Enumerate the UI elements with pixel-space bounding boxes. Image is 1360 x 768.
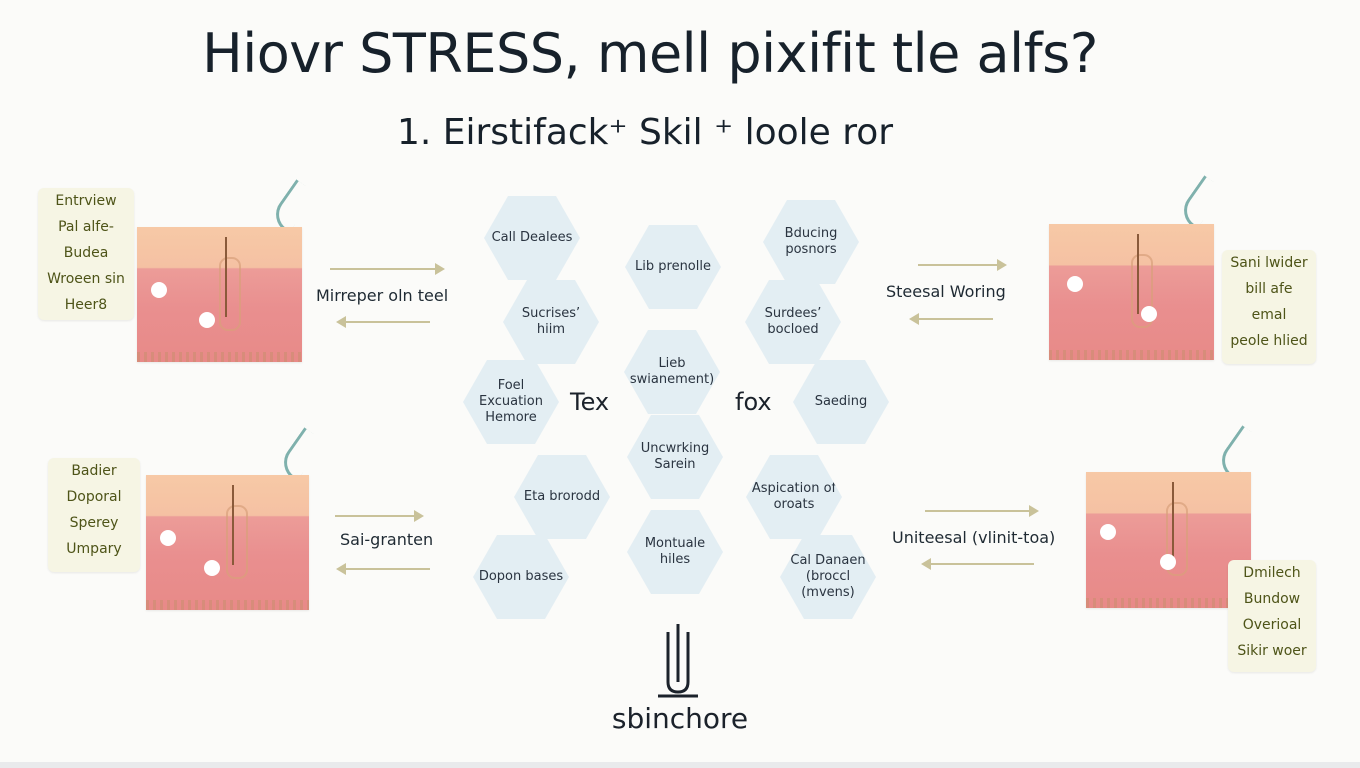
arrow-label-top-left: Mirreper oln teel (316, 286, 449, 305)
cell-icon (199, 312, 215, 328)
figure-icon (1166, 502, 1188, 576)
arrow-left-icon (909, 313, 993, 325)
arrow-right-icon (335, 510, 424, 522)
stalk-icon (225, 237, 227, 317)
hair-icon (1176, 175, 1225, 230)
arrow-left-icon (921, 558, 1034, 570)
label-line: Sani lwider (1230, 255, 1308, 271)
skin-illustration-top-left (137, 227, 302, 362)
label-line: Budea (63, 245, 109, 261)
label-line: Entrview (55, 193, 117, 209)
label-line: Doporal (66, 489, 122, 505)
hexagon-bducing-posnors: Bducing posnors (763, 200, 859, 284)
label-line: bill afe (1245, 281, 1293, 297)
hair-icon (276, 427, 325, 482)
label-line: Pal alfe- (58, 219, 114, 235)
texture-band (137, 352, 302, 362)
label-line: Bundow (1243, 591, 1301, 607)
arrow-right-icon (925, 505, 1039, 517)
stalk-icon (232, 485, 234, 565)
cell-icon (204, 560, 220, 576)
hexagon-cal-danaen: Cal Danaen (broccl (mvens) (780, 535, 876, 619)
hexagon-call-dealees: Call Dealees (484, 196, 580, 280)
hexagon-eta-brorodd: Eta brorodd (514, 455, 610, 539)
label-box-top-right: Sani lwider bill afe emal peole hlied (1222, 250, 1316, 364)
hexagon-foel-excuation: Foel Excuation Hemore (463, 360, 559, 444)
label-line: Sperey (69, 515, 119, 531)
texture-band (1049, 350, 1214, 360)
label-line: Dmilech (1243, 565, 1301, 581)
label-box-top-left: Entrview Pal alfe- Budea Wroeen sin Heer… (38, 188, 134, 320)
texture-band (146, 600, 309, 610)
arrow-left-icon (336, 316, 430, 328)
hexagon-sucrises-hiim: Sucrises’ hiim (503, 280, 599, 364)
skin-illustration-bottom-left (146, 475, 309, 610)
page-title: Hiovr STRESS, mell pixifit tle alfs? (202, 22, 1098, 85)
label-line: Umpary (66, 541, 122, 557)
arrow-left-icon (336, 563, 430, 575)
hexagon-lieb-suenement: Lieb swianement) (624, 330, 720, 414)
cell-icon (1141, 306, 1157, 322)
arrow-label-bottom-right: Uniteesal (vlinit-toa) (892, 528, 1056, 547)
stalk-icon (1137, 234, 1139, 314)
texture-band (1086, 598, 1251, 608)
figure-icon (1131, 254, 1153, 328)
label-line: emal (1251, 307, 1287, 323)
center-word-right: fox (735, 388, 772, 416)
footer-label: sbinchore (611, 702, 749, 735)
figure-icon (226, 505, 248, 579)
stalk-icon (1172, 482, 1174, 562)
cell-icon (1160, 554, 1176, 570)
label-line: Heer8 (64, 297, 108, 313)
label-line: peole hlied (1230, 333, 1308, 349)
fork-icon (658, 624, 698, 698)
arrow-label-top-right: Steesal Woring (886, 282, 1006, 301)
hexagon-dopon-bases: Dopon bases (473, 535, 569, 619)
figure-icon (219, 257, 241, 331)
hexagon-lib-prenolle: Lib prenolle (625, 225, 721, 309)
bottom-divider (0, 762, 1360, 768)
skin-illustration-bottom-right (1086, 472, 1251, 608)
hexagon-surdees-bocloed: Surdees’ bocloed (745, 280, 841, 364)
cell-icon (151, 282, 167, 298)
label-box-bottom-left: Badier Doporal Sperey Umpary (48, 458, 140, 572)
label-line: Badier (71, 463, 117, 479)
cell-icon (1067, 276, 1083, 292)
label-line: Wroeen sin (47, 271, 125, 287)
hexagon-montuale-hiles: Montuale hiles (627, 510, 723, 594)
cell-icon (160, 530, 176, 546)
page-subtitle: 1. Eirstifack⁺ Skil ⁺ loole ror (396, 112, 894, 153)
arrow-right-icon (918, 259, 1007, 271)
arrow-right-icon (330, 263, 445, 275)
label-line: Sikir woer (1237, 643, 1307, 659)
cell-icon (1100, 524, 1116, 540)
label-box-bottom-right: Dmilech Bundow Overioal Sikir woer (1228, 560, 1316, 672)
hexagon-aspication: Aspication of oroats (746, 455, 842, 539)
center-word-left: Tex (570, 388, 610, 416)
skin-illustration-top-right (1049, 224, 1214, 360)
arrow-label-bottom-left: Sai-granten (340, 530, 434, 549)
hexagon-saeding: Saeding (793, 360, 889, 444)
hexagon-uncwrking-sarein: Uncwrking Sarein (627, 415, 723, 499)
label-line: Overioal (1242, 617, 1302, 633)
hair-icon (268, 179, 317, 234)
